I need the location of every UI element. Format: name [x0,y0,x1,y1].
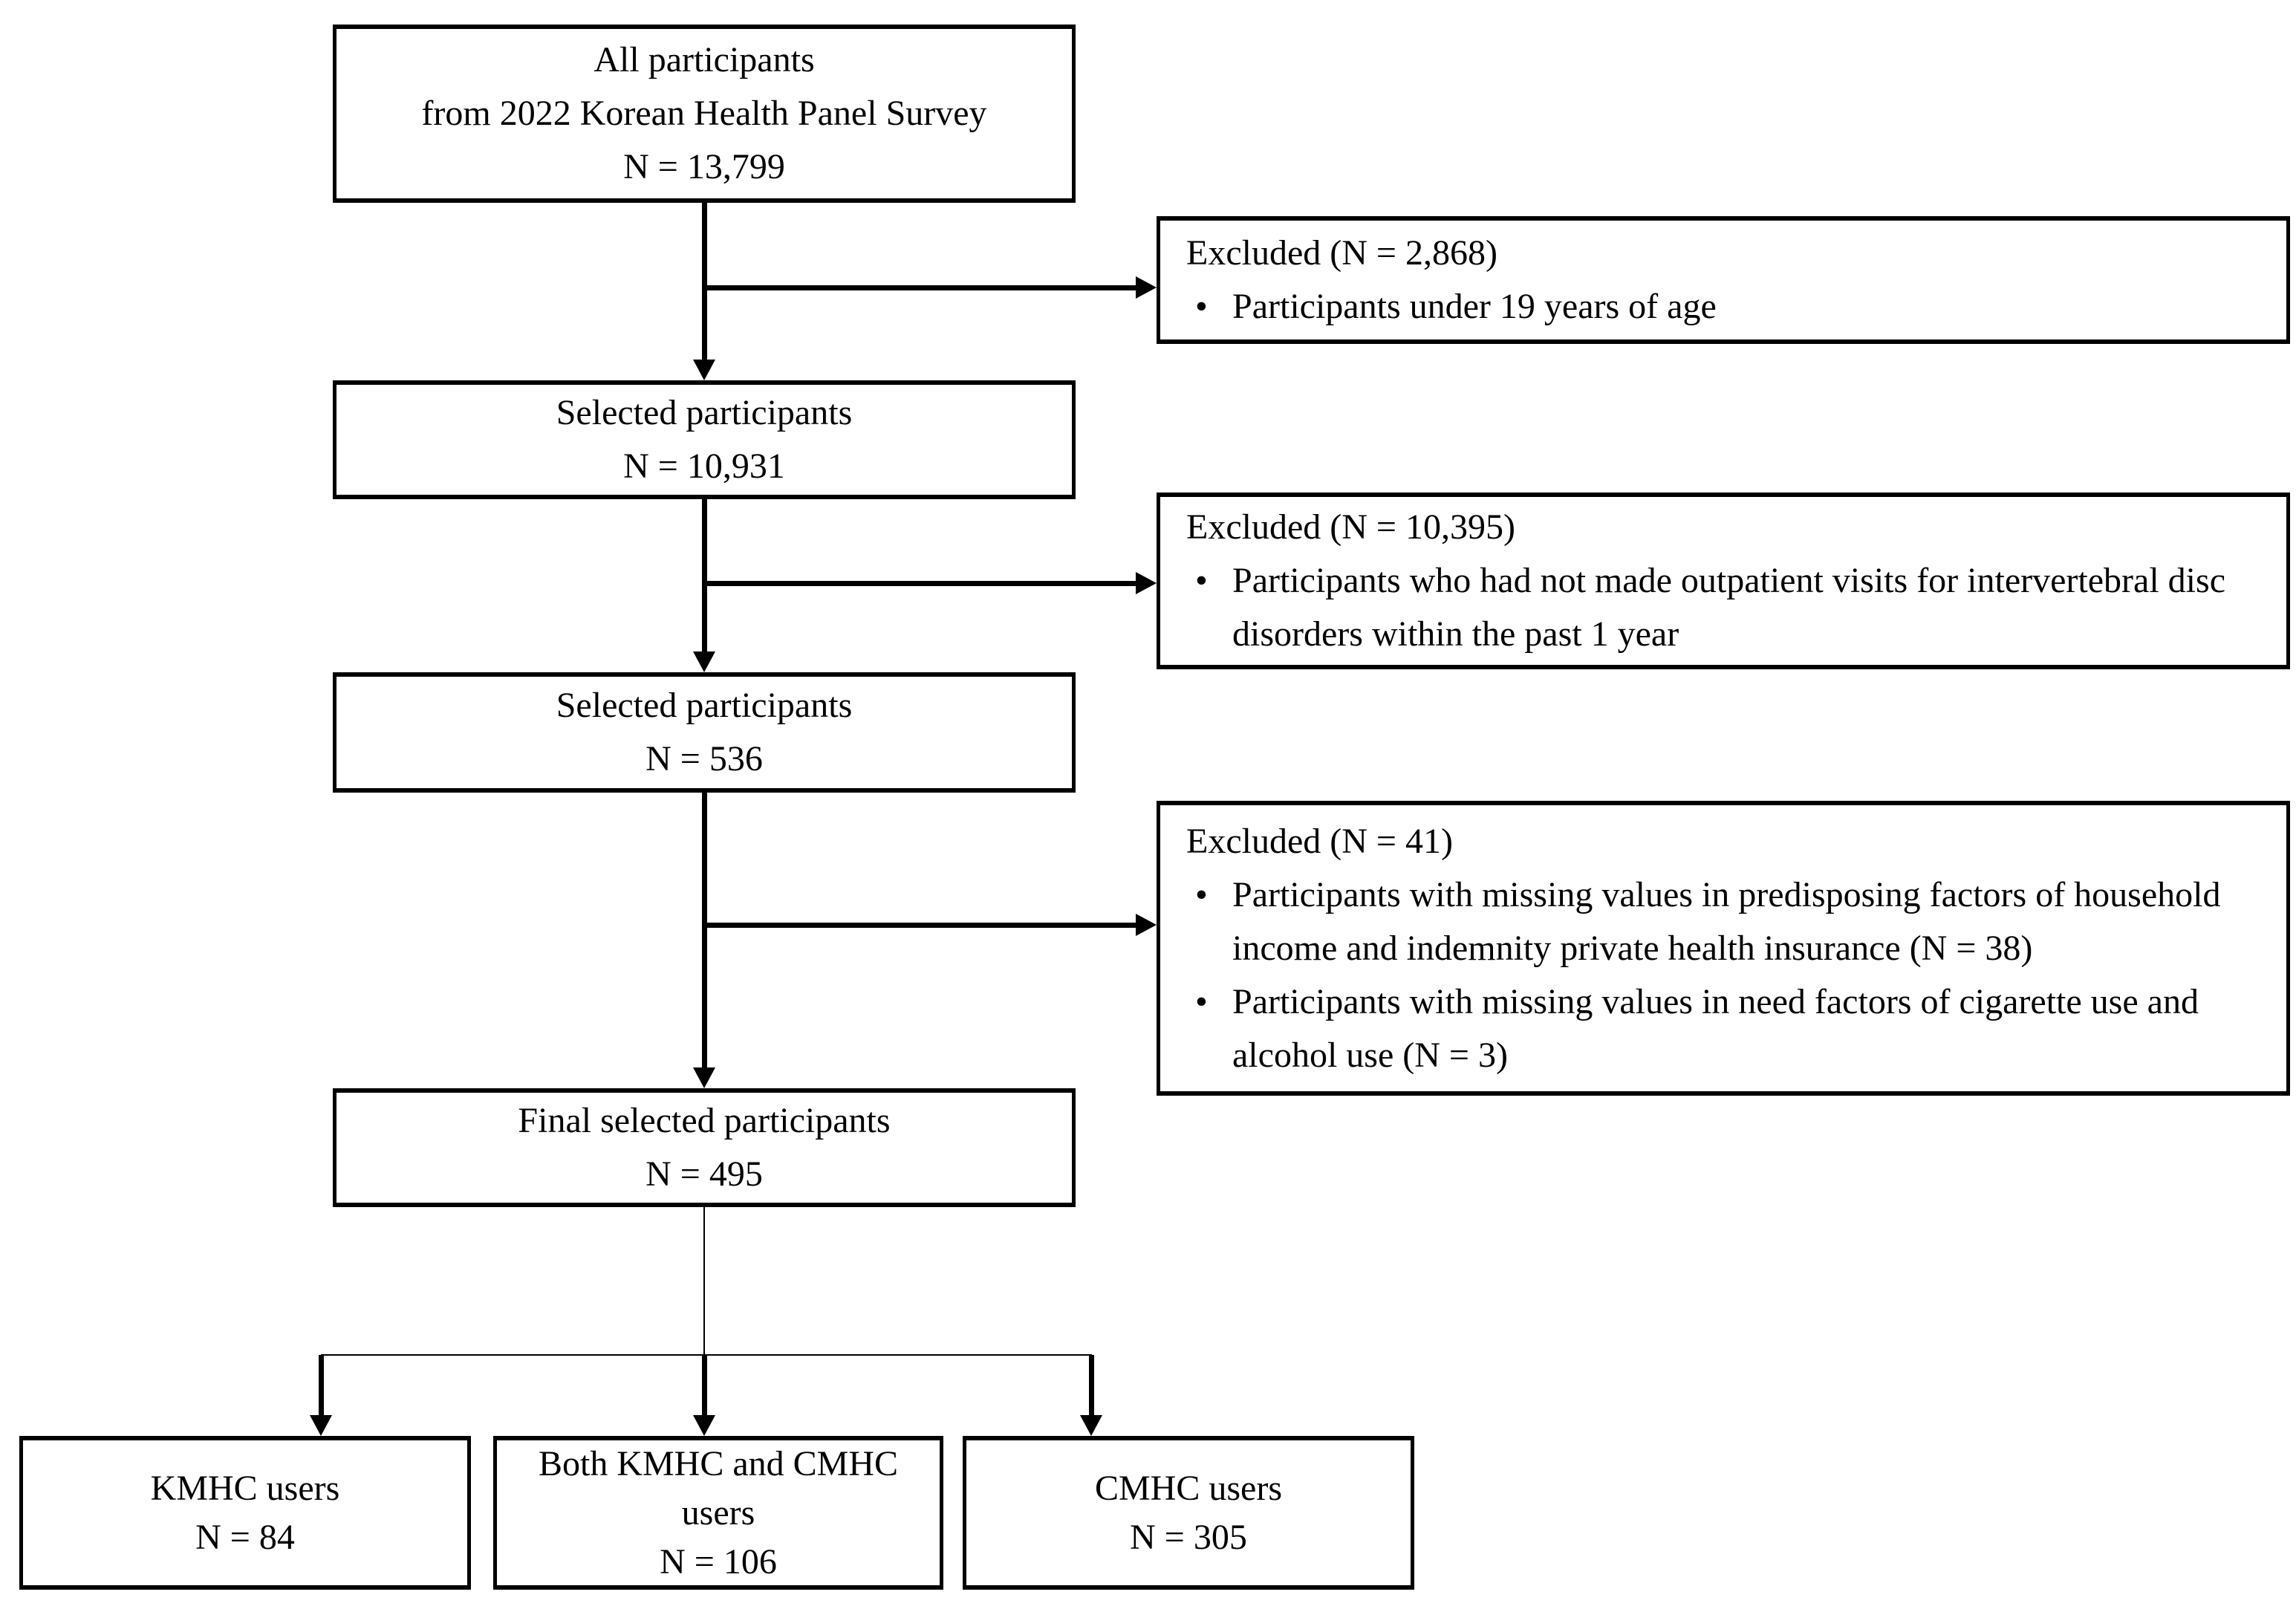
branch-line-excluded-3 [704,923,1136,928]
box-text-line: CMHC users [1094,1468,1283,1508]
bullet-icon: • [1195,874,1208,914]
box-both-kmhc-cmhc-users: Both KMHC and CMHC users N = 106 [493,1436,943,1590]
box-text-line: Final selected participants [518,1101,891,1140]
bullet-text-line: Participants who had not made outpatient… [1232,561,2225,600]
box-text-line: from 2022 Korean Health Panel Survey [421,94,987,133]
bullet-icon: • [1195,981,1208,1021]
box-text-line: users [681,1492,755,1532]
bullet-text-line: income and indemnity private health insu… [1232,928,2033,968]
bullet-item: • Participants with missing values in ne… [1186,975,2273,1082]
bullet-icon: • [1195,287,1208,326]
splitter-stem-line [703,1207,705,1355]
branch-line-excluded-1 [704,285,1136,290]
arrowhead-down-icon [693,651,715,672]
box-text-line: Selected participants [556,393,853,432]
box-excluded-3: Excluded (N = 41) • Participants with mi… [1157,801,2290,1096]
box-all-participants: All participants from 2022 Korean Health… [333,25,1076,203]
bullet-item: • Participants under 19 years of age [1186,280,2273,334]
bullet-text: Participants with missing values in need… [1232,975,2273,1082]
arrowhead-right-icon [1136,572,1157,594]
box-excluded-1: Excluded (N = 2,868) • Participants unde… [1157,216,2290,344]
bullet-text: Participants who had not made outpatient… [1232,554,2273,661]
box-selected-participants-1: Selected participants N = 10,931 [333,380,1076,499]
flow-line-source-to-selected1 [702,203,707,361]
bullet-text-line: Participants with missing values in need… [1232,981,2199,1021]
bullet-item: • Participants who had not made outpatie… [1186,554,2273,661]
branch-line-excluded-2 [704,581,1136,586]
excluded-heading: Excluded (N = 10,395) [1186,507,1515,547]
box-final-selected-participants: Final selected participants N = 495 [333,1088,1076,1207]
bullet-text: Participants with missing values in pred… [1232,868,2273,975]
box-count-line: N = 495 [645,1154,763,1194]
arrowhead-right-icon [1136,914,1157,936]
box-kmhc-users: KMHC users N = 84 [19,1436,471,1590]
flow-line-selected1-to-selected2 [702,499,707,653]
box-cmhc-users: CMHC users N = 305 [963,1436,1414,1590]
bullet-text-line: Participants under 19 years of age [1232,287,1717,326]
arrowhead-down-icon [310,1415,332,1436]
bullet-item: • Participants with missing values in pr… [1186,868,2273,975]
excluded-heading: Excluded (N = 2,868) [1186,233,1497,273]
bullet-text-line: alcohol use (N = 3) [1232,1035,1508,1075]
flow-line-selected2-to-final [702,793,707,1069]
bullet-icon: • [1195,561,1208,600]
excluded-heading: Excluded (N = 41) [1186,821,1453,861]
box-text-line: Both KMHC and CMHC [538,1443,899,1483]
box-count-line: N = 106 [660,1541,777,1582]
box-count-line: N = 536 [645,739,763,779]
arrowhead-down-icon [1080,1415,1102,1436]
box-selected-participants-2: Selected participants N = 536 [333,672,1076,793]
box-count-line: N = 10,931 [623,446,785,486]
box-text-line: Selected participants [556,686,853,725]
arrowhead-down-icon [693,1415,715,1436]
box-text-line: KMHC users [150,1468,340,1508]
bullet-text-line: Participants with missing values in pred… [1232,874,2221,914]
arrowhead-right-icon [1136,276,1157,299]
branch-line-kmhc [319,1355,324,1416]
box-count-line: N = 84 [195,1517,295,1557]
branch-line-cmhc [1089,1355,1094,1416]
branch-line-both [702,1355,707,1416]
box-excluded-2: Excluded (N = 10,395) • Participants who… [1157,493,2290,669]
box-count-line: N = 13,799 [623,147,785,186]
arrowhead-down-icon [693,360,715,380]
box-text-line: All participants [593,40,815,79]
bullet-text-line: disorders within the past 1 year [1232,614,1679,654]
box-count-line: N = 305 [1130,1517,1247,1557]
arrowhead-down-icon [693,1067,715,1088]
